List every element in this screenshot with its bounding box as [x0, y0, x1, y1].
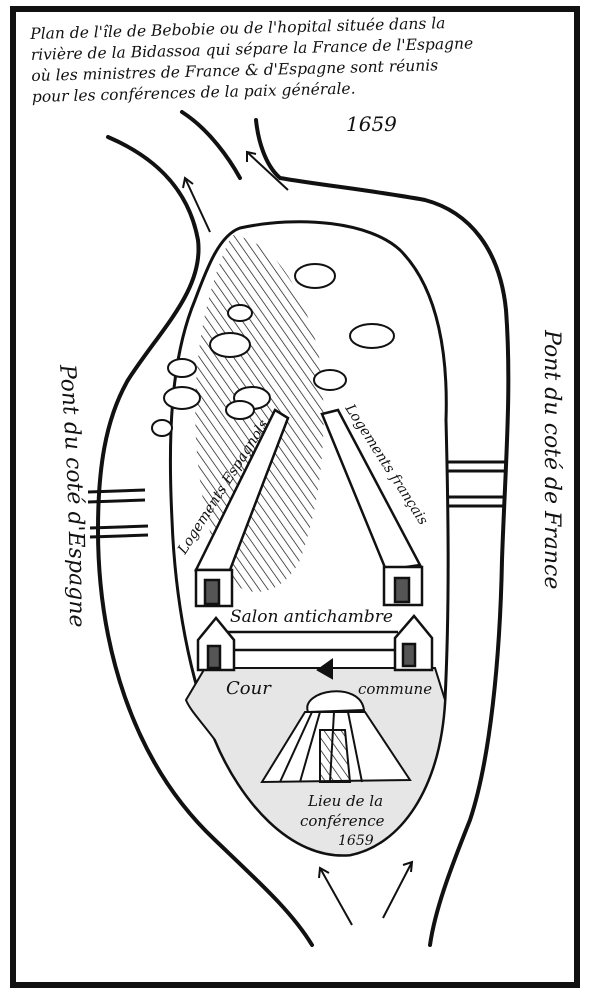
- bridge-france: [448, 460, 505, 508]
- conference-tent: [260, 658, 412, 784]
- river-banks: [95, 110, 511, 947]
- current-arrows: [182, 150, 414, 926]
- label-commune: commune: [358, 680, 432, 698]
- label-pont-france: Pont du coté de France: [539, 329, 564, 589]
- label-lieu-line2: conférence: [300, 812, 385, 830]
- map-frame: [10, 6, 580, 988]
- bridge-espagne: [87, 488, 149, 539]
- salon-antichambre-building: [196, 614, 434, 672]
- hatched-area: [195, 235, 324, 592]
- map-year: 1659: [346, 112, 397, 136]
- label-pont-espagne: Pont du coté d'Espagne: [54, 363, 89, 628]
- label-lieu-year: 1659: [338, 833, 374, 849]
- label-salon: Salon antichambre: [230, 607, 393, 627]
- logements-espagnols-building: [193, 408, 290, 608]
- logements-francais-building: [320, 408, 424, 607]
- trees: [151, 263, 395, 437]
- label-cour: Cour: [226, 678, 272, 699]
- label-lieu-line1: Lieu de la: [307, 792, 383, 810]
